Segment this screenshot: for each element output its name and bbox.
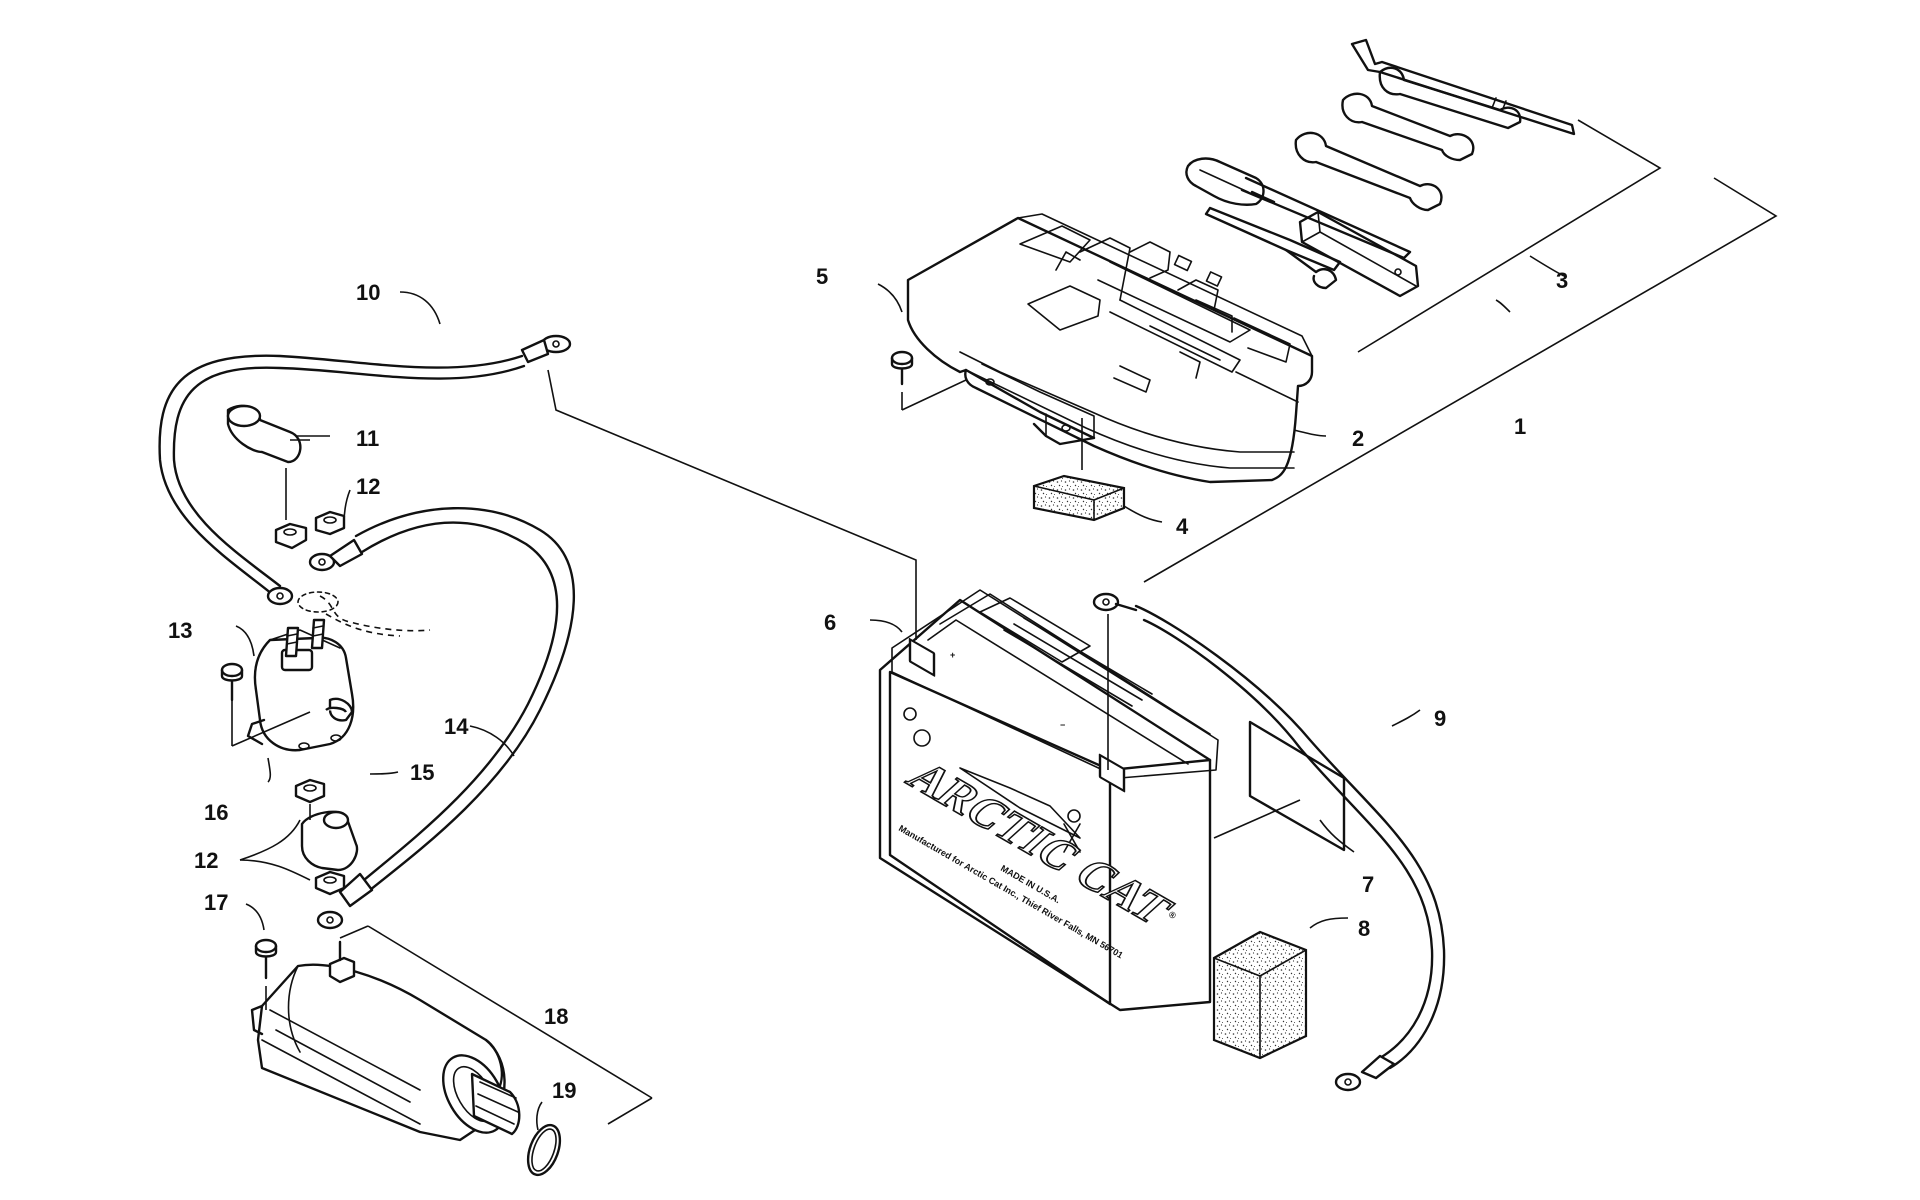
- starter-cable: [308, 507, 576, 930]
- wrench-3: [1294, 131, 1443, 212]
- starter-screw: [254, 938, 278, 1010]
- battery-positive-cable: [1092, 592, 1446, 1092]
- battery-negative-cable: [158, 334, 917, 640]
- callout-9: 9: [1434, 706, 1446, 731]
- callout-17: 17: [204, 890, 228, 915]
- leader-lines: [235, 119, 1778, 1131]
- hex-key-tool: [1350, 38, 1576, 136]
- callout-18: 18: [544, 1004, 568, 1029]
- terminal-cap-11: [226, 404, 310, 464]
- callout-11: 11: [356, 426, 379, 451]
- callout-7: 7: [1362, 872, 1374, 897]
- feeler-tool: [1204, 206, 1342, 290]
- foam-pad-large: [1212, 930, 1308, 1060]
- battery-decal: [1213, 720, 1346, 852]
- callout-13: 13: [168, 618, 192, 643]
- callout-3: 3: [1556, 268, 1568, 293]
- callout-2: 2: [1352, 426, 1364, 451]
- callout-10: 10: [356, 280, 380, 305]
- callout-15: 15: [410, 760, 434, 785]
- tray-screw: [890, 350, 967, 411]
- starter-motor: [250, 925, 653, 1142]
- callout-1: 1: [1514, 414, 1526, 439]
- wrench-1: [1378, 66, 1522, 130]
- callout-5: 5: [816, 264, 828, 289]
- tool-kit: [1185, 38, 1576, 298]
- foam-pad-small: [1032, 418, 1126, 522]
- solenoid-wire-harness: [297, 591, 431, 637]
- callout-19: 19: [552, 1078, 576, 1103]
- tool-tray: [906, 213, 1314, 484]
- callout-4: 4: [1176, 514, 1189, 539]
- callout-8: 8: [1358, 916, 1370, 941]
- battery-plus-sign: +: [950, 650, 955, 660]
- callout-12-lower: 12: [194, 848, 218, 873]
- solenoid-screw: [220, 662, 244, 702]
- spark-plug-socket: [1298, 210, 1420, 298]
- battery: + − ARCTIC CAT ® Manufactured for Arctic…: [878, 589, 1219, 1012]
- callout-labels: 1 2 3 4 5 6 7 8 9 10 11 12 12 13 14 15 1…: [168, 264, 1568, 1103]
- starter-solenoid: [231, 618, 355, 752]
- callout-14: 14: [444, 714, 469, 739]
- battery-registered-mark: ®: [1167, 909, 1178, 921]
- callout-6: 6: [824, 610, 836, 635]
- screwdriver: [1185, 157, 1412, 260]
- nuts-and-cap-lower: [294, 778, 359, 896]
- nuts-12-top: [274, 468, 346, 550]
- starter-o-ring: [526, 1123, 562, 1177]
- battery-minus-sign: −: [1060, 720, 1065, 730]
- callout-16: 16: [204, 800, 228, 825]
- wrench-2: [1341, 92, 1475, 162]
- callout-12-top: 12: [356, 474, 380, 499]
